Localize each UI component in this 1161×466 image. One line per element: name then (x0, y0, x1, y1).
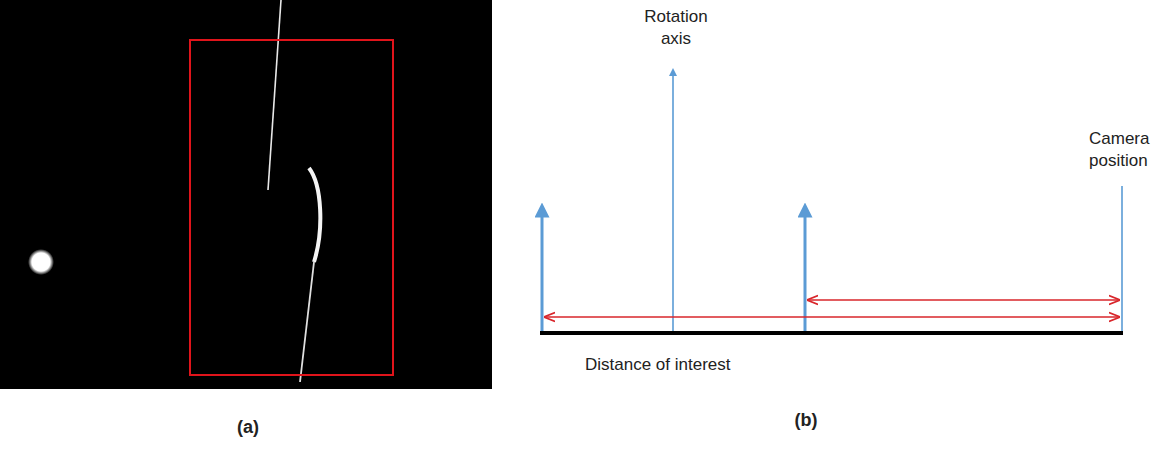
base-line (540, 331, 1123, 335)
region-box (190, 40, 393, 375)
position-arrow (541, 210, 544, 331)
position-arrow (804, 210, 807, 331)
camera-line (1121, 186, 1123, 331)
camera-image (0, 0, 492, 389)
camera-label: Camera position (1089, 128, 1157, 172)
distance-arrow (545, 316, 1119, 318)
distance-label: Distance of interest (585, 354, 805, 376)
panel-label: (b) (786, 409, 826, 431)
axis-arrow (672, 72, 674, 331)
laser-curve (309, 168, 320, 262)
laser-line (268, 0, 281, 190)
distance-arrow (808, 299, 1119, 301)
panel-label: (a) (228, 416, 268, 438)
axis-label: Rotation axis (633, 6, 719, 50)
bright-spot (28, 249, 54, 275)
laser-line (300, 262, 314, 382)
